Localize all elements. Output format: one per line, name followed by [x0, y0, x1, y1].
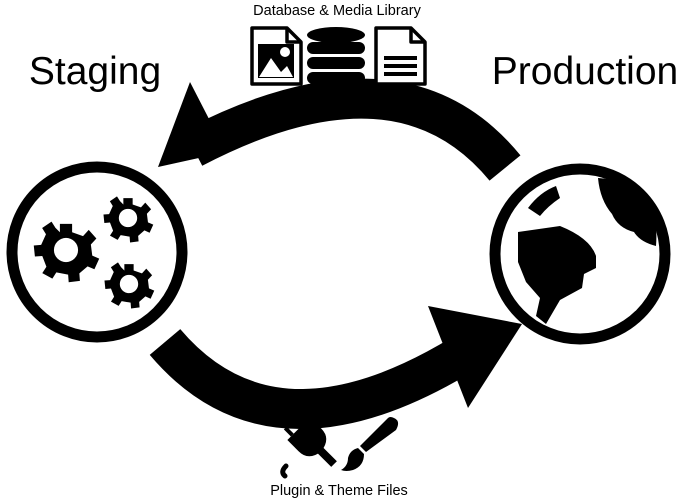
production-label: Production	[492, 50, 678, 93]
arrow-to-staging	[158, 78, 521, 181]
staging-label: Staging	[29, 50, 161, 93]
database-icon	[307, 27, 365, 84]
plugin-theme-files-label: Plugin & Theme Files	[270, 483, 408, 499]
arrow-to-production	[149, 306, 522, 429]
plug-icon	[280, 413, 337, 479]
paintbrush-icon	[341, 417, 399, 471]
database-media-library-label: Database & Media Library	[253, 3, 421, 19]
document-file-icon	[374, 26, 427, 86]
production-node	[489, 163, 671, 345]
globe-icon	[518, 178, 657, 324]
staging-node	[6, 161, 188, 343]
image-file-icon	[250, 26, 303, 86]
